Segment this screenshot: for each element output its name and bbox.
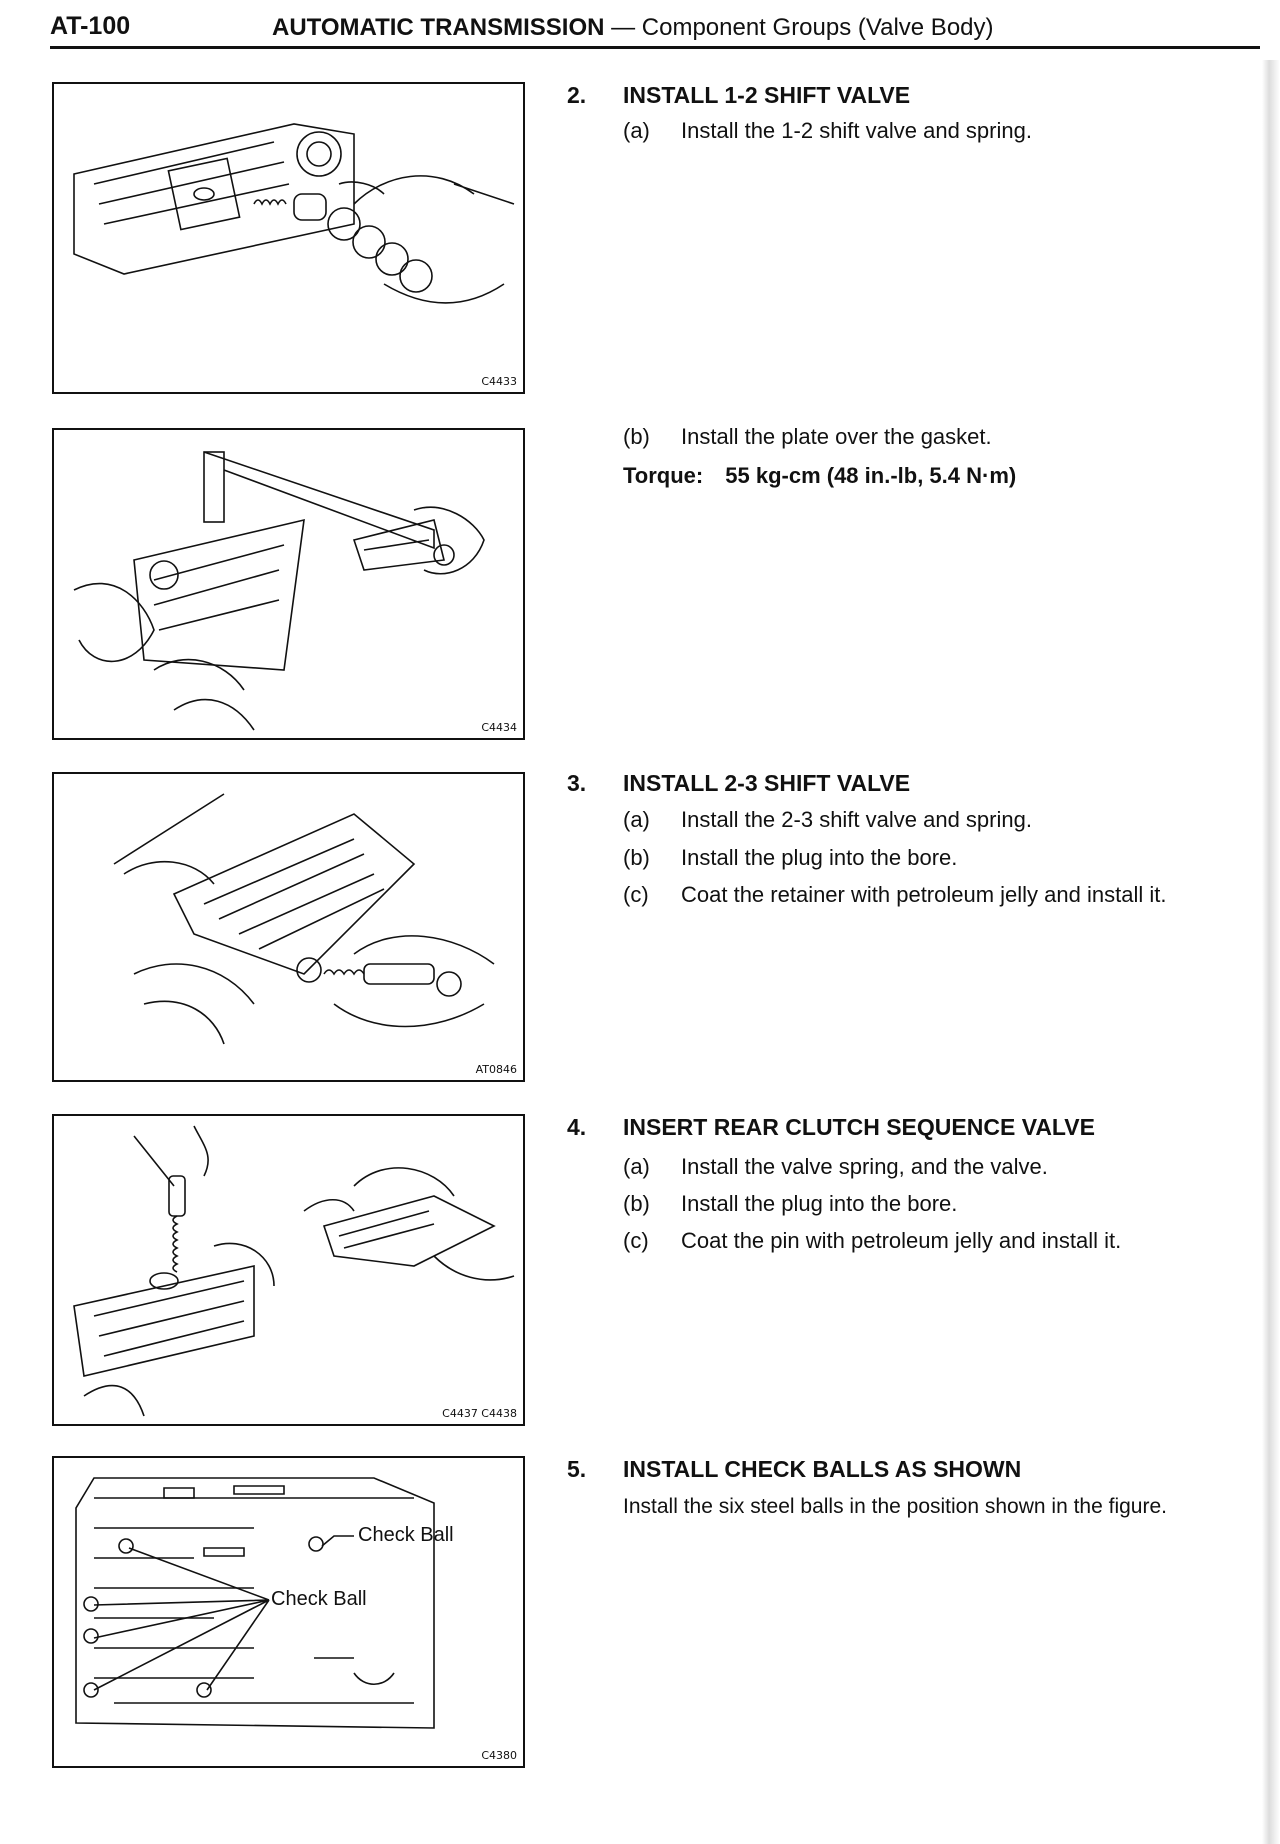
item-label: (c) [623,1228,649,1253]
step-number: 3. [567,770,587,796]
step-item: (b) Install the plug into the bore. [623,845,957,871]
step-item: (c) Coat the retainer with petroleum jell… [623,882,1166,908]
step-text: Install the six steel balls in the posit… [623,1495,1167,1518]
figure-plate-torque: C4434 [52,428,525,740]
torque-label: Torque: [623,463,704,488]
step-number: 2. [567,82,587,108]
figure-code: C4437 C4438 [442,1407,517,1420]
figure-5-illustration [75,1477,435,1729]
page-number: AT-100 [50,12,131,40]
step-title: INSTALL 1-2 SHIFT VALVE [623,82,911,108]
figure-code: C4380 [481,1749,517,1762]
figure-1-illustration [73,123,515,304]
torque-value: 55 kg-cm (48 in.-lb, 5.4 N·m) [725,463,1017,488]
item-text: Install the plug into the bore. [681,845,958,870]
item-label: (a) [623,807,650,832]
figure-3-illustration [113,793,495,1045]
step-item: (b) Install the plate over the gasket. [623,424,992,450]
step-number: 5. [567,1456,587,1482]
page-header: AT-100 AUTOMATIC TRANSMISSION — Componen… [0,0,1280,52]
figure-1-2-shift-valve: C4433 [52,82,525,394]
page-edge-shadow [1262,60,1280,1844]
item-label: (a) [623,118,650,143]
step-number: 4. [567,1114,587,1140]
torque-spec: Torque: 55 kg-cm (48 in.-lb, 5.4 N·m) [623,463,1016,489]
item-label: (b) [623,845,650,870]
item-text: Install the valve spring, and the valve. [681,1154,1048,1179]
header-rule [50,46,1260,49]
figure-rear-clutch-sequence-valve: C4437 C4438 [52,1114,525,1426]
figure-check-balls: Check Ball Check Ball C4380 [52,1456,525,1768]
item-text: Install the plug into the bore. [681,1191,958,1216]
check-ball-callout-right: Check Ball [358,1524,454,1546]
step-item: (c) Coat the pin with petroleum jelly and… [623,1228,1121,1254]
item-text: Install the 2-3 shift valve and spring. [681,807,1032,832]
title-bold: AUTOMATIC TRANSMISSION [272,14,605,41]
item-text: Install the 1-2 shift valve and spring. [681,118,1032,143]
item-text: Coat the retainer with petroleum jelly a… [681,882,1167,907]
item-text: Install the plate over the gasket. [681,424,992,449]
step-title: INSERT REAR CLUTCH SEQUENCE VALVE [623,1114,1095,1140]
figure-4-illustration [73,1125,515,1417]
step-item: (a) Install the 1-2 shift valve and sprin… [623,118,1032,144]
step-item: (b) Install the plug into the bore. [623,1191,957,1217]
figure-2-illustration [73,451,485,731]
item-text: Coat the pin with petroleum jelly and in… [681,1228,1122,1253]
step-title: INSTALL CHECK BALLS AS SHOWN [623,1456,1022,1482]
step-item: (a) Install the 2-3 shift valve and sprin… [623,807,1032,833]
page-title: AUTOMATIC TRANSMISSION — Component Group… [272,14,994,42]
figure-code: AT0846 [475,1063,517,1076]
item-label: (b) [623,424,650,449]
figure-2-3-shift-valve: AT0846 [52,772,525,1082]
item-label: (a) [623,1154,650,1179]
figure-code: C4433 [481,375,517,388]
item-label: (c) [623,882,649,907]
step-item: (a) Install the valve spring, and the val… [623,1154,1048,1180]
figure-code: C4434 [481,721,517,734]
title-rest: — Component Groups (Valve Body) [604,14,994,41]
step-title: INSTALL 2-3 SHIFT VALVE [623,770,911,796]
item-label: (b) [623,1191,650,1216]
check-ball-callout-center: Check Ball [271,1588,367,1610]
